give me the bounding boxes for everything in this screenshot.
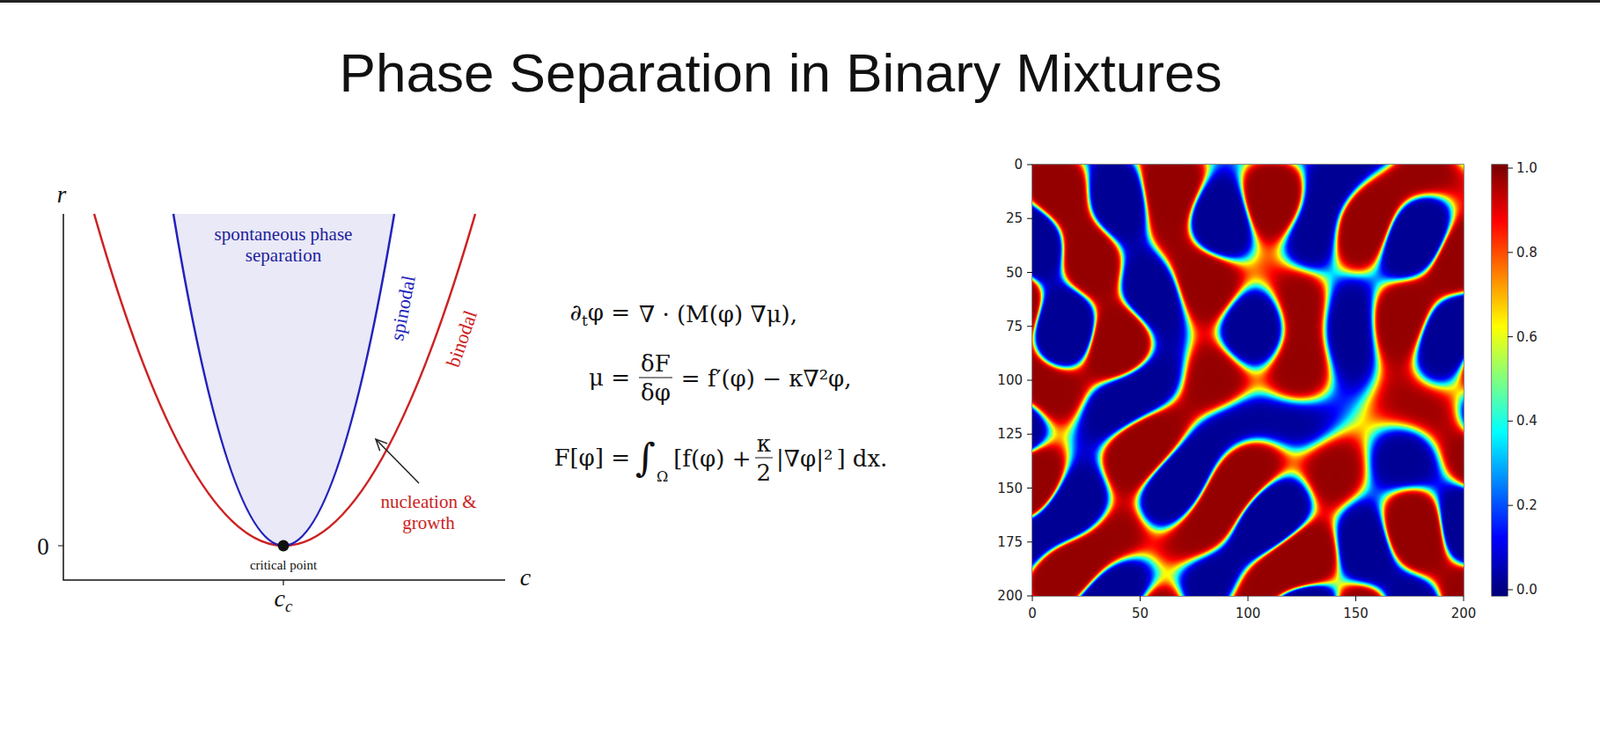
colorbar (1491, 164, 1508, 596)
integral: ∫Ω (635, 434, 668, 482)
colorbar-label: 1.0 (1516, 160, 1538, 177)
y-tick-label: 200 (997, 587, 1023, 604)
spinodal-region (173, 213, 395, 546)
integral-domain: Ω (656, 467, 668, 485)
point-label: critical point (249, 557, 317, 573)
equation-right: δFδφ = f′(φ) − κ∇²φ, (635, 350, 852, 406)
colorbar-label: 0.8 (1516, 244, 1538, 261)
curve-label: spinodal (385, 273, 421, 343)
y-tick-label: 150 (997, 480, 1023, 497)
equation-part: ∇ · (M(φ) ∇μ), (638, 300, 798, 328)
y-tick-label: 75 (1005, 318, 1023, 335)
axis-label: cc (274, 584, 294, 617)
equation-left: μ = (588, 364, 631, 391)
colorbar-frame (1491, 164, 1508, 596)
equation-left: F[φ] = (553, 444, 631, 471)
equation-part: φ = (587, 299, 631, 326)
top-rule (0, 0, 1600, 3)
fraction-numerator: δF (638, 350, 673, 377)
x-ticks (1032, 595, 1464, 602)
y-tick-label: 175 (997, 534, 1023, 551)
axis-label-subscript: c (285, 596, 293, 616)
fraction-bar (755, 457, 774, 459)
x-tick-label: 0 (1027, 605, 1037, 622)
simulation-heatmap (1032, 164, 1464, 596)
colorbar-ticks (1507, 168, 1513, 590)
equation-part: = f′(φ) − κ∇²φ, (681, 364, 852, 391)
heatmap-frame (1032, 164, 1464, 596)
equation-right: ∇ · (M(φ) ∇μ), (638, 300, 798, 328)
axis-label: r (57, 181, 67, 209)
axis-label: c (520, 563, 531, 592)
region-label: spontaneous phase separation (208, 223, 359, 266)
tick-label: 0 (36, 533, 50, 561)
fraction-numerator: κ (755, 430, 773, 457)
colorbar-label: 0.6 (1516, 329, 1538, 345)
x-tick-label: 200 (1451, 605, 1477, 622)
spinodal-curve (173, 213, 395, 546)
region-label: nucleation & growth (366, 491, 491, 534)
colorbar-label: 0.0 (1516, 581, 1538, 598)
equation-subscript: t (581, 311, 588, 330)
curve-label: binodal (441, 308, 483, 371)
equation-part: ] dx. (836, 444, 888, 471)
fraction-denominator: δφ (638, 379, 673, 406)
equation-part: μ = (588, 364, 631, 391)
fraction: δFδφ (638, 350, 673, 406)
colorbar-label: 0.4 (1516, 412, 1538, 429)
fraction: κ2 (755, 430, 774, 486)
leader-arrow (375, 439, 419, 484)
axis-label-main: c (274, 584, 286, 612)
fraction-denominator: 2 (755, 459, 774, 486)
y-tick-label: 125 (997, 425, 1023, 442)
x-tick-label: 100 (1235, 605, 1262, 622)
equation-part: |∇φ|² (776, 444, 833, 471)
equation-part: [f(φ) + (673, 444, 751, 471)
y-tick-label: 0 (1013, 156, 1023, 173)
axis-tick (58, 545, 284, 586)
y-tick-label: 50 (1005, 264, 1023, 281)
equation-left: ∂tφ = (569, 299, 631, 330)
integral-sign: ∫ (635, 434, 656, 482)
equation-part: F[φ] = (553, 444, 631, 471)
x-tick-label: 50 (1131, 605, 1149, 622)
colorbar-label: 0.2 (1516, 497, 1538, 514)
x-tick-label: 150 (1343, 605, 1369, 622)
slide-title: Phase Separation in Binary Mixtures (339, 41, 1223, 104)
axes (63, 213, 506, 580)
arrow-head (375, 439, 388, 451)
equation-symbol: ∂ (569, 299, 581, 326)
fraction-bar (638, 377, 673, 379)
y-tick-label: 100 (997, 372, 1023, 389)
equation-right: ∫Ω[f(φ) +κ2|∇φ|²] dx. (635, 430, 888, 486)
critical-point-dot (278, 540, 290, 552)
y-tick-label: 25 (1005, 210, 1023, 227)
